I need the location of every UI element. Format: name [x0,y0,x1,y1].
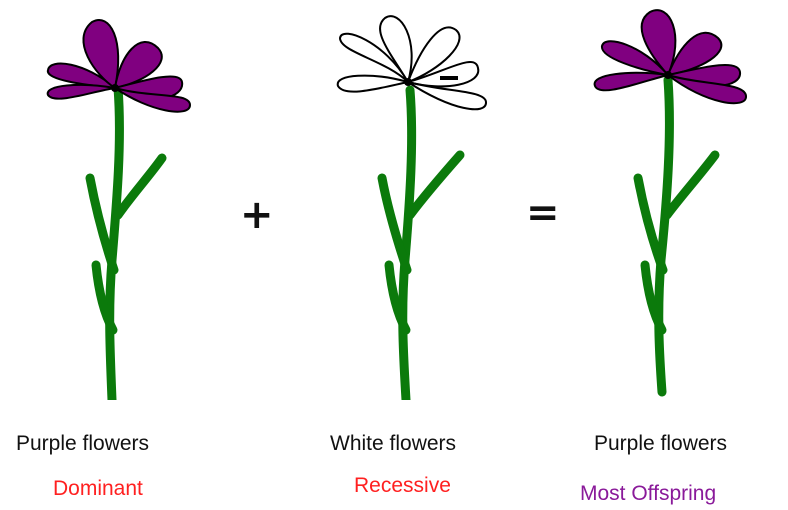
stem-2 [382,90,460,400]
caption-parent-1-flower: Purple flowers [16,433,149,454]
plus-symbol: + [240,195,274,235]
stem-1 [90,88,162,400]
flower-illustrations [0,0,788,400]
stem-3 [638,80,715,392]
caption-parent-2-trait: Recessive [354,475,451,496]
caption-parent-2-flower: White flowers [330,433,456,454]
purple-flower-parent-drawing [48,20,190,400]
equals-symbol: = [526,193,560,233]
purple-flower-offspring-drawing [595,10,746,392]
caption-parent-1-trait: Dominant [53,478,143,499]
caption-offspring-trait: Most Offspring [580,483,716,504]
caption-offspring-flower: Purple flowers [594,433,727,454]
white-flower-parent-drawing [338,16,486,400]
